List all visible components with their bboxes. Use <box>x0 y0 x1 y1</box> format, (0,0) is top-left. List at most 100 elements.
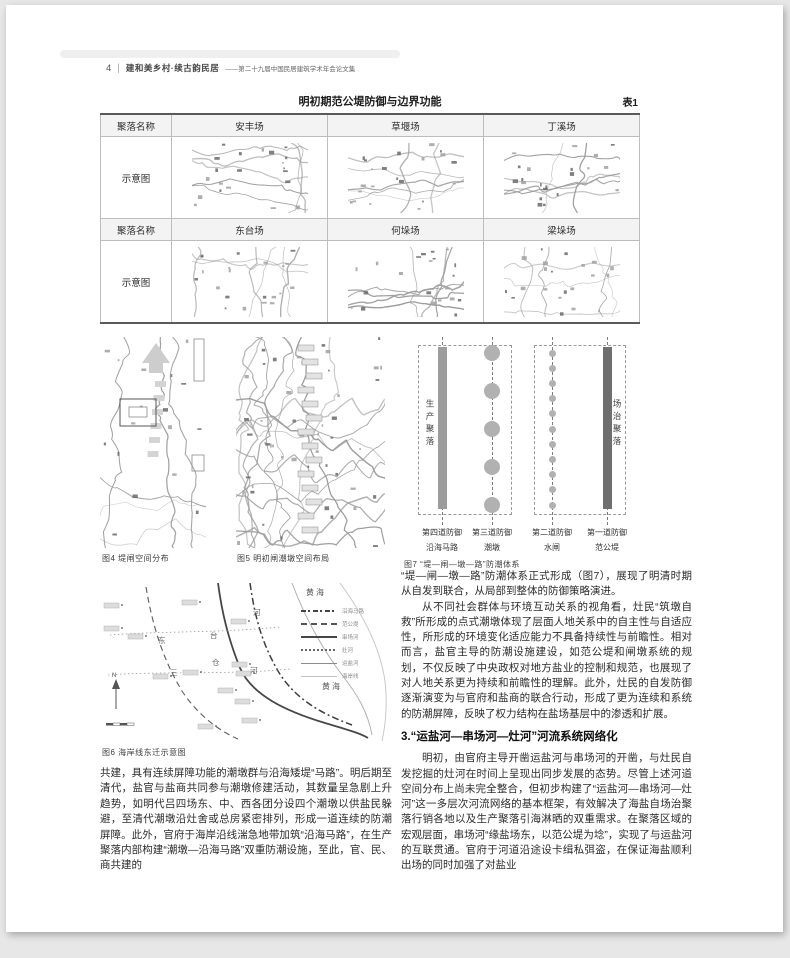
settlement-name-cell: 丁溪场 <box>483 113 640 137</box>
river-name-char: 河 <box>250 666 258 675</box>
header-divider: | <box>117 63 120 74</box>
defense-dot <box>548 486 556 494</box>
row-label-cell: 示意图 <box>100 240 172 324</box>
book-subtitle: ——第二十九届中国民居建筑学术年会论文集 <box>225 66 356 73</box>
defense-dot <box>548 364 556 372</box>
river-name-char: 仓 <box>212 658 220 667</box>
row-label-cell: 示意图 <box>100 136 172 219</box>
defense-dot <box>484 421 500 437</box>
diagram-cell <box>171 136 328 219</box>
defense-dot <box>484 345 500 361</box>
figure5-caption: 图5 明初闸潮墩空间布局 <box>237 554 330 563</box>
settlement-name-cell: 东台场 <box>171 218 328 241</box>
figure7-left-box-label: 生产聚落 <box>425 399 435 449</box>
settlement-diagram-row: 示意图 <box>100 136 640 219</box>
table1-block: 明初期范公堤防御与边界功能 表1 聚落名称安丰场草堰场丁溪场示意图聚落名称东台场… <box>100 93 640 324</box>
row-label-cell: 聚落名称 <box>100 113 172 137</box>
defense-dot <box>548 471 556 479</box>
legend-item: 串场河 <box>301 633 391 641</box>
river-name-char: 河 <box>253 608 261 617</box>
legend-item-label: 海岸线 <box>342 674 359 680</box>
defense-dot <box>548 425 556 433</box>
defense-name-label: 水闸 <box>544 543 560 552</box>
legend-item: 沿海马路 <box>301 607 391 615</box>
figure7-caption: 图7 “堤—闸—墩—路”防潮体系 <box>404 560 520 569</box>
figure4-caption: 图4 堤闸空间分布 <box>102 554 170 563</box>
legend-item: 海岸线 <box>301 672 391 680</box>
diagram-cell <box>327 136 484 219</box>
settlement-table: 聚落名称安丰场草堰场丁溪场示意图聚落名称东台场何垛场梁垛场示意图 <box>100 113 640 324</box>
diagram-cell <box>483 240 640 324</box>
defense-dot <box>548 410 556 418</box>
sea-label-top: 黄海 <box>306 588 326 597</box>
river-name-char: 东 <box>158 636 166 645</box>
defense-dot <box>548 395 556 403</box>
defense-dot <box>548 440 556 448</box>
settlement-name-cell: 何垛场 <box>327 218 484 241</box>
defense-dot <box>548 379 556 387</box>
legend-line-sample <box>301 675 337 677</box>
figure7-production-box <box>418 345 512 515</box>
legend-item: 运盐河 <box>301 659 391 667</box>
figure4-map <box>100 337 206 548</box>
defense-dot <box>484 383 500 399</box>
page-number: 4 <box>106 63 112 74</box>
right-paragraph-1: “堤—闸—墩—路”防潮体系正式形成（图7），展现了明清时期从自发到联合，从局部到… <box>401 570 692 598</box>
figure5-map <box>236 337 385 548</box>
defense-dot <box>484 459 500 475</box>
settlement-name-cell: 安丰场 <box>171 113 328 137</box>
settlement-name-row: 聚落名称安丰场草堰场丁溪场 <box>100 113 640 137</box>
svg-text:N: N <box>112 673 116 679</box>
fig6-canvas: N <box>103 582 387 742</box>
left-column-paragraph: 共建，具有连续屏障功能的潮墩群与沿海矮堤“马路”。明后期至清代，盐官与盐商共同参… <box>100 767 392 872</box>
row-label-cell: 聚落名称 <box>100 218 172 241</box>
figure7-right-box-label: 场治聚落 <box>612 399 622 449</box>
right-column: “堤—闸—墩—路”防潮体系正式形成（图7），展现了明清时期从自发到联合，从局部到… <box>401 569 692 874</box>
defense-dot <box>548 501 556 509</box>
settlement-name-cell: 草堰场 <box>327 113 484 137</box>
defense-title-label: 第三道防御 <box>472 528 512 537</box>
page-header: 4 | 建和美乡村·续古韵民居 ——第二十九届中国民居建筑学术年会论文集 <box>106 62 355 74</box>
legend-item-label: 串场河 <box>342 635 359 641</box>
figure7-settlement-box <box>534 345 626 515</box>
book-title: 建和美乡村·续古韵民居 <box>125 63 220 73</box>
right-paragraph-2: 从不同社会群体与环境互动关系的视角看，灶民“筑墩自救”所形成的点式潮墩体现了层面… <box>401 600 692 720</box>
river-name-char: 三 <box>170 668 178 677</box>
defense-name-label: 沿海马路 <box>426 543 458 552</box>
settlement-name-cell: 梁垛场 <box>483 218 640 241</box>
defense-name-label: 潮墩 <box>484 543 500 552</box>
legend-item-label: 运盐河 <box>342 661 359 667</box>
legend-item-label: 范公堤 <box>342 622 359 628</box>
legend-item: 范公堤 <box>301 620 391 628</box>
defense-title-label: 第一道防御 <box>587 528 627 537</box>
diagram-cell <box>327 240 484 324</box>
defense-title-label: 第四道防御 <box>422 528 462 537</box>
settlement-name-row: 聚落名称东台场何垛场梁垛场 <box>100 218 640 241</box>
section-heading-3: 3.“运盐河—串场河—灶河”河流系统网络化 <box>401 730 618 743</box>
legend-line-sample <box>301 649 337 651</box>
legend-item-label: 灶河 <box>342 648 354 654</box>
figure6-map: N 黄海 黄海 沿海马路范公堤串场河灶河运盐河海岸线 东台河三仓河 <box>100 582 392 743</box>
scan-artifact <box>60 50 400 58</box>
legend-item: 灶河 <box>301 646 391 654</box>
settlement-diagram-row: 示意图 <box>100 240 640 324</box>
legend-line-sample <box>301 623 337 625</box>
defense-bar-dark <box>602 347 612 509</box>
legend-line-sample <box>301 662 337 664</box>
sea-label-bottom: 黄海 <box>322 682 342 691</box>
table1-tag: 表1 <box>622 98 638 109</box>
defense-dot <box>484 497 500 513</box>
legend-line-sample <box>301 610 337 612</box>
figure7-diagram: 生产聚落 场治聚落 图7 “堤—闸—墩—路”防潮体系 第四道防御沿海马路 第三道防… <box>402 337 692 573</box>
defense-dot <box>548 455 556 463</box>
defense-dot <box>548 349 556 357</box>
legend-line-sample <box>301 635 337 639</box>
diagram-cell <box>171 240 328 324</box>
defense-bar-light <box>437 347 447 509</box>
river-name-char: 台 <box>210 631 218 640</box>
legend-item-label: 沿海马路 <box>342 609 365 615</box>
settlement-table-body: 聚落名称安丰场草堰场丁溪场示意图聚落名称东台场何垛场梁垛场示意图 <box>100 113 640 324</box>
figure6-caption: 图6 海岸线东迁示意图 <box>102 748 187 757</box>
right-paragraph-3: 明初，由官府主导开凿运盐河与串场河的开凿，与灶民自发挖掘的灶河在时间上呈现出同步… <box>401 752 692 872</box>
